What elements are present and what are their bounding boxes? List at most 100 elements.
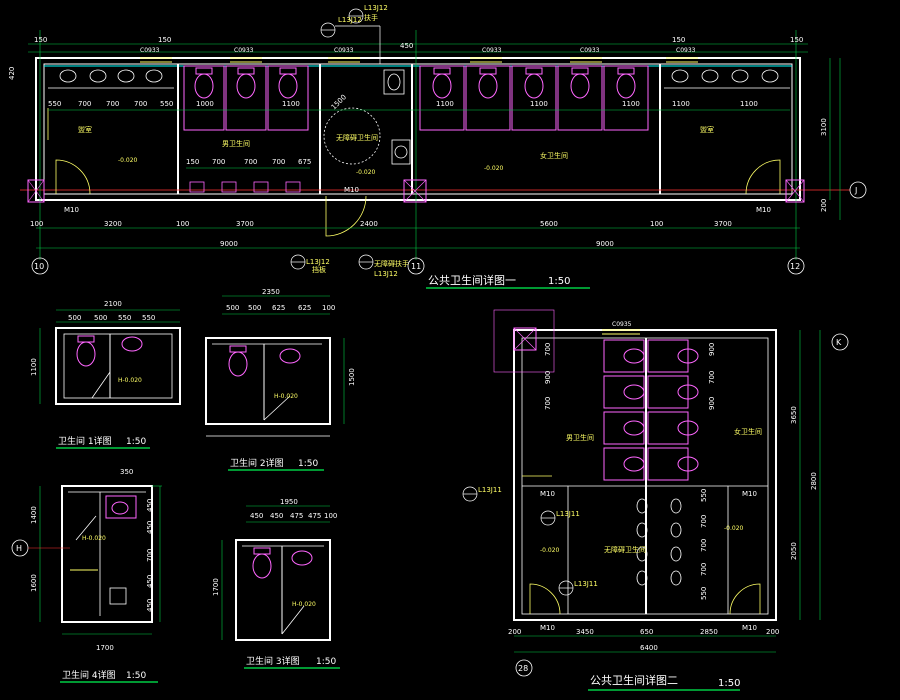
door-label: M10: [742, 490, 757, 498]
elevation-label: -0.020: [356, 169, 376, 176]
detail-title: 卫生间 4详图: [62, 669, 116, 681]
svg-text:100: 100: [30, 220, 43, 228]
svg-text:2850: 2850: [700, 628, 718, 636]
room-label: 女卫生间: [734, 427, 762, 436]
svg-text:700: 700: [78, 100, 91, 108]
callout-label: L13J12: [306, 258, 330, 266]
drawing-title: 公共卫生间详图二: [590, 673, 678, 687]
detail-dim-total: 2100: [104, 300, 122, 308]
plan-2: C0935 男卫生间 女卫生间 无障碍卫生间 M10 M10 M10 M10 -…: [462, 309, 849, 691]
detail-dim-left: 1400: [30, 506, 38, 524]
elevation-label: -0.020: [540, 547, 560, 554]
svg-text:550: 550: [700, 587, 708, 600]
room-label: 男卫生间: [566, 433, 594, 442]
plan2-doors: [522, 475, 761, 615]
svg-text:550: 550: [118, 314, 131, 322]
door-label: M10: [64, 206, 79, 214]
grid-bubble-k: [831, 333, 849, 351]
detail-dim-height: 1500: [348, 368, 356, 386]
callout-label: 扶手: [364, 13, 378, 22]
svg-text:550: 550: [700, 489, 708, 502]
svg-text:1100: 1100: [530, 100, 548, 108]
plan2-toilets: [603, 339, 699, 481]
accessible-turning-circle: [323, 107, 381, 165]
svg-text:2400: 2400: [360, 220, 378, 228]
dims-bottom-segments: 100 3200 100 3700 2400 5600 100 3700: [30, 220, 732, 228]
svg-text:550: 550: [160, 100, 173, 108]
room-label: 女卫生间: [540, 151, 568, 160]
elevation-label: -0.020: [484, 165, 504, 172]
door-swings: [47, 108, 781, 237]
plan2-urinals: [636, 498, 682, 586]
detail-dim-height: 1700: [212, 578, 220, 596]
grid-label-28: 28: [518, 664, 528, 673]
detail-elevation: H-0.020: [118, 377, 142, 384]
drawing-title: 公共卫生间详图一: [428, 273, 516, 287]
svg-text:700: 700: [146, 549, 154, 562]
svg-text:475: 475: [308, 512, 321, 520]
window-label: C0935: [612, 321, 632, 328]
svg-text:700: 700: [700, 515, 708, 528]
grid-label-h: H: [16, 544, 22, 553]
svg-text:100: 100: [650, 220, 663, 228]
svg-text:450: 450: [270, 512, 283, 520]
detail-dim-total: 2350: [262, 288, 280, 296]
detail-dims: 450 450 475 475 100: [250, 512, 337, 520]
sink-row-right: [664, 69, 790, 89]
svg-text:700: 700: [708, 371, 716, 384]
detail-scale: 1:50: [316, 657, 336, 667]
plan2-dim-right: 3650: [790, 406, 798, 424]
svg-text:150: 150: [34, 36, 47, 44]
detail-scale: 1:50: [126, 671, 146, 681]
svg-text:150: 150: [186, 158, 199, 166]
dim-total-right: 9000: [596, 240, 614, 248]
grid-bubble-10: [31, 257, 49, 275]
svg-text:700: 700: [700, 539, 708, 552]
room-label: 盥室: [78, 125, 92, 134]
window-label: C0933: [580, 47, 600, 54]
svg-text:700: 700: [244, 158, 257, 166]
svg-text:700: 700: [106, 100, 119, 108]
svg-text:3700: 3700: [236, 220, 254, 228]
svg-text:450: 450: [146, 499, 154, 512]
detail-dim-left: 1600: [30, 574, 38, 592]
svg-text:5600: 5600: [540, 220, 558, 228]
grid-bubble-j: [849, 181, 867, 199]
plan2-dim-right: 2800: [810, 472, 818, 490]
plan2-stall-dims: 700 900 700 900 700 900: [544, 343, 716, 410]
detail-dim-total: 1950: [280, 498, 298, 506]
callout-label: L13J11: [574, 580, 598, 588]
window-label: C0933: [482, 47, 502, 54]
window-label: C0933: [676, 47, 696, 54]
drawing-scale: 1:50: [548, 276, 570, 287]
svg-text:500: 500: [226, 304, 239, 312]
detail-title: 卫生间 1详图: [58, 435, 112, 447]
svg-text:1100: 1100: [436, 100, 454, 108]
svg-text:625: 625: [272, 304, 285, 312]
urinals: [189, 181, 301, 193]
callout-label: L13J11: [478, 486, 502, 494]
dims-stalls-left: 1000 1100: [196, 100, 300, 108]
toilet-stalls-right: [419, 65, 649, 131]
svg-text:150: 150: [158, 36, 171, 44]
drawing-scale: 1:50: [718, 678, 740, 689]
dims-fixtures-left: 550 700 700 700 550: [48, 100, 173, 108]
room-label: 无障碍卫生间: [336, 133, 378, 142]
svg-text:675: 675: [298, 158, 311, 166]
dim-left-height: 420: [8, 67, 16, 80]
callout-label: L13J12: [364, 4, 388, 12]
svg-text:550: 550: [142, 314, 155, 322]
svg-text:700: 700: [272, 158, 285, 166]
callout-label: L13J11: [556, 510, 580, 518]
svg-text:1100: 1100: [282, 100, 300, 108]
sink-row-left: [48, 69, 174, 89]
door-label: M10: [756, 206, 771, 214]
svg-text:700: 700: [544, 397, 552, 410]
callout-label: L13J12: [338, 16, 362, 24]
svg-text:100: 100: [322, 304, 335, 312]
detail-dim-top: 350: [120, 468, 133, 476]
main-plan: C0933 C0933 C0933 C0933 C0933 C0933: [8, 4, 867, 289]
svg-text:200: 200: [766, 628, 779, 636]
door-label: M10: [344, 186, 359, 194]
